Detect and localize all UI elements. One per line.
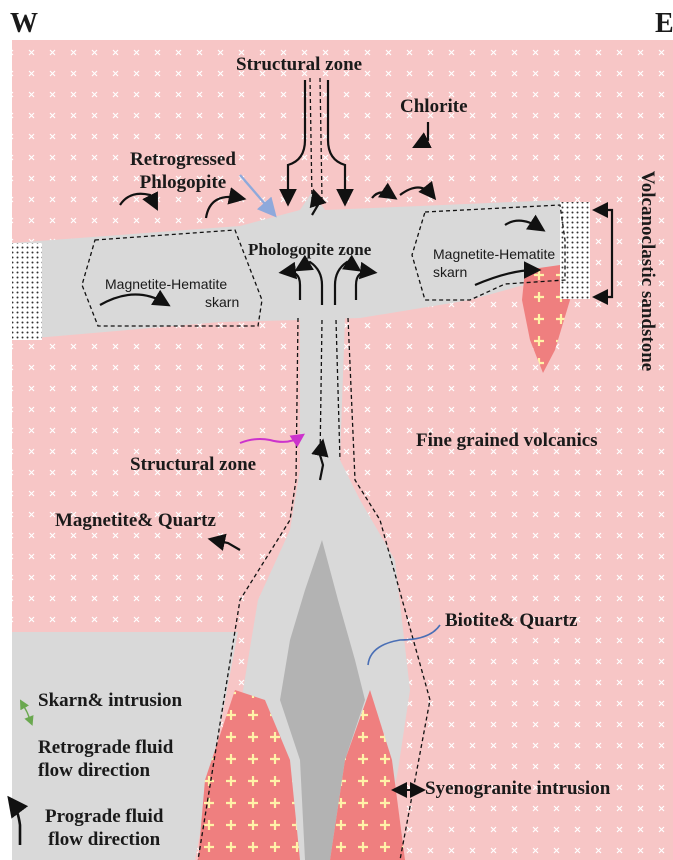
fine-grained-label: Fine grained volcanics (416, 430, 598, 452)
retrogressed-phlogopite-line1: Retrogressed (130, 148, 236, 171)
skarn-right-label: Magnetite-Hematite skarn (433, 245, 555, 281)
legend-prograde: Prograde fluid flow direction (45, 805, 163, 851)
syenogranite-label: Syenogranite intrusion (425, 778, 610, 800)
skarn-left-line1: Magnetite-Hematite (105, 275, 239, 293)
sandstone-west (12, 243, 42, 340)
biotite-quartz-label: Biotite& Quartz (445, 610, 577, 632)
skarn-right-line1: Magnetite-Hematite (433, 245, 555, 263)
retrogressed-phlogopite-line2: Phlogopite (130, 171, 236, 194)
legend-retrograde-line1: Retrograde fluid (38, 736, 173, 759)
magnetite-quartz-label: Magnetite& Quartz (55, 510, 216, 532)
sandstone-east (560, 202, 590, 299)
east-label: E (655, 8, 673, 40)
structural-zone-mid-label: Structural zone (130, 454, 256, 476)
west-label: W (10, 8, 38, 40)
skarn-left-line2: skarn (105, 293, 239, 311)
legend-retrograde-line2: flow direction (38, 759, 173, 782)
structural-zone-top-label: Structural zone (236, 54, 362, 76)
chlorite-label: Chlorite (400, 96, 468, 118)
skarn-left-label: Magnetite-Hematite skarn (105, 275, 239, 311)
retrogressed-phlogopite-label: Retrogressed Phlogopite (130, 148, 236, 194)
legend-prograde-line2: flow direction (45, 828, 163, 851)
volcanoclastic-label: Volcanoclastic sandstone (636, 151, 658, 391)
legend-retrograde: Retrograde fluid flow direction (38, 736, 173, 782)
legend-prograde-line1: Prograde fluid (45, 805, 163, 828)
skarn-right-line2: skarn (433, 263, 555, 281)
phlogopite-zone-label: Phologopite zone (248, 240, 371, 260)
legend-skarn-intrusion: Skarn& intrusion (38, 690, 182, 712)
